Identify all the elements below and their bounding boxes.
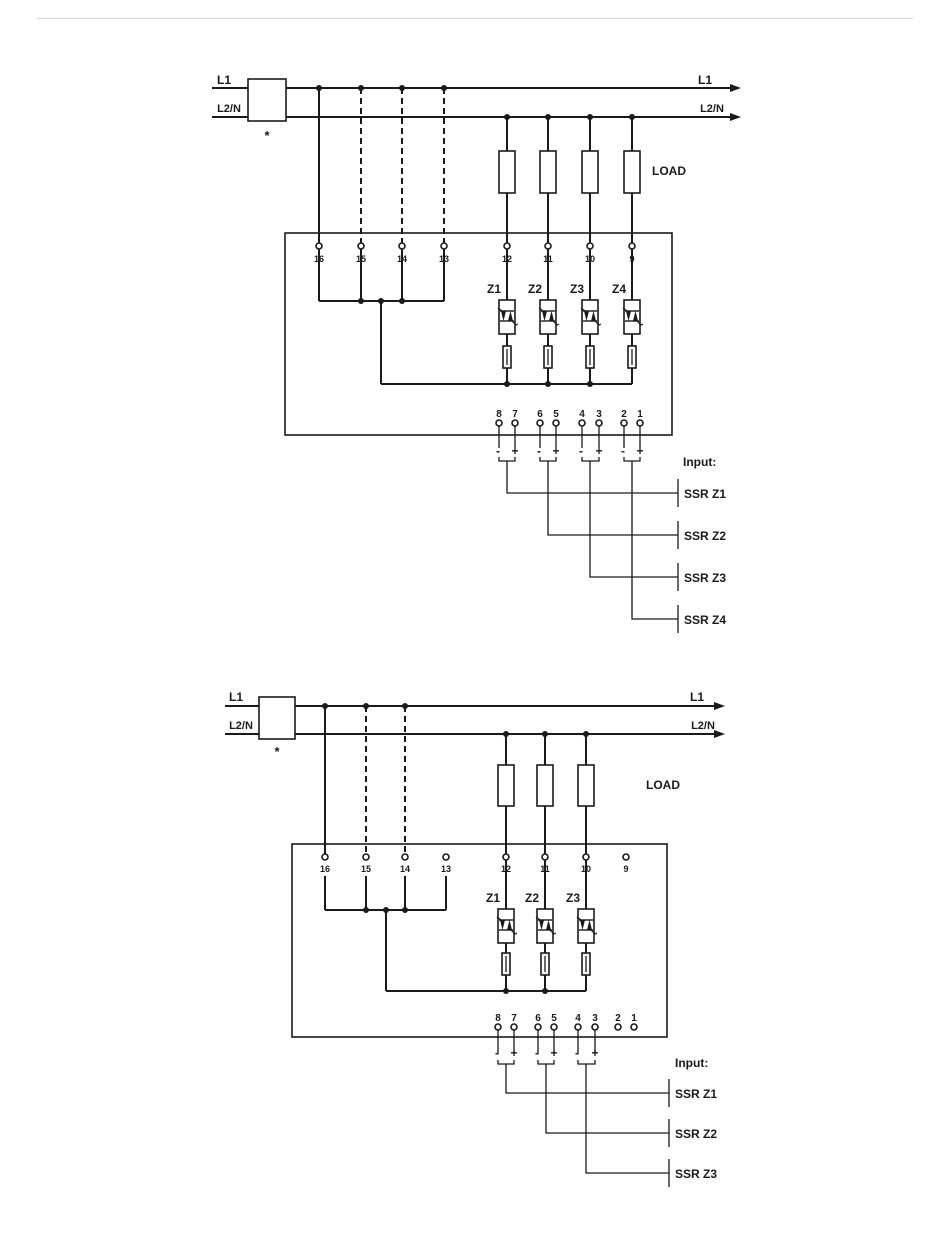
label-l1-out: L1	[690, 690, 704, 704]
signal-wire	[546, 1064, 669, 1133]
label-l2n-out: L2/N	[691, 720, 715, 732]
terminal-circle	[551, 1024, 557, 1030]
pair-bracket	[538, 1060, 554, 1064]
terminal-circle	[402, 854, 408, 860]
input-title: Input:	[675, 1056, 708, 1070]
signal-wire	[586, 1064, 669, 1173]
terminal-circle	[615, 1024, 621, 1030]
controller-box	[292, 844, 667, 1037]
label-l2n-in: L2/N	[229, 720, 253, 732]
load-resistor	[578, 765, 594, 806]
ssr-label: SSR Z1	[675, 1087, 717, 1101]
input-terminal-number: 1	[631, 1013, 637, 1024]
junction-dot	[542, 988, 548, 994]
terminal-circle	[631, 1024, 637, 1030]
arrow-right-icon	[714, 730, 725, 738]
polarity-sign: +	[591, 1046, 598, 1060]
input-terminal-number: 7	[511, 1013, 517, 1024]
polarity-sign: +	[510, 1046, 517, 1060]
ssr-label: SSR Z2	[675, 1127, 717, 1141]
zone-label: Z2	[525, 891, 539, 905]
terminal-circle	[443, 854, 449, 860]
terminal-number: 13	[441, 864, 451, 874]
filter-note: *	[274, 744, 280, 759]
load-resistor	[498, 765, 514, 806]
terminal-circle	[542, 854, 548, 860]
terminal-circle	[511, 1024, 517, 1030]
terminal-circle	[535, 1024, 541, 1030]
terminal-number: 16	[320, 864, 330, 874]
triac-symbol	[536, 909, 556, 943]
terminal-circle	[623, 854, 629, 860]
triac-symbol	[577, 909, 597, 943]
polarity-sign: +	[550, 1046, 557, 1060]
terminal-number: 9	[623, 864, 628, 874]
polarity-sign: -	[495, 1046, 499, 1060]
junction-dot	[402, 907, 408, 913]
terminal-circle	[592, 1024, 598, 1030]
load-resistor	[537, 765, 553, 806]
terminal-circle	[575, 1024, 581, 1030]
pair-bracket	[498, 1060, 514, 1064]
ssr-label: SSR Z3	[675, 1167, 717, 1181]
input-terminal-number: 8	[495, 1013, 501, 1024]
label-l1-in: L1	[229, 690, 243, 704]
terminal-circle	[503, 854, 509, 860]
input-terminal-number: 3	[592, 1013, 598, 1024]
zone-label: Z3	[566, 891, 580, 905]
terminal-circle	[363, 854, 369, 860]
filter-box	[259, 697, 295, 739]
input-terminal-number: 4	[575, 1013, 581, 1024]
triac-symbol	[497, 909, 517, 943]
signal-wire	[506, 1064, 669, 1093]
terminal-number: 14	[400, 864, 410, 874]
pair-bracket	[578, 1060, 595, 1064]
arrow-right-icon	[714, 702, 725, 710]
terminal-circle	[583, 854, 589, 860]
input-terminal-number: 6	[535, 1013, 541, 1024]
junction-dot	[363, 907, 369, 913]
polarity-sign: -	[575, 1046, 579, 1060]
terminal-number: 15	[361, 864, 371, 874]
zone-label: Z1	[486, 891, 500, 905]
load-label: LOAD	[646, 778, 680, 792]
polarity-sign: -	[535, 1046, 539, 1060]
input-terminal-number: 5	[551, 1013, 557, 1024]
junction-dot	[503, 988, 509, 994]
terminal-circle	[322, 854, 328, 860]
input-terminal-number: 2	[615, 1013, 621, 1024]
terminal-circle	[495, 1024, 501, 1030]
